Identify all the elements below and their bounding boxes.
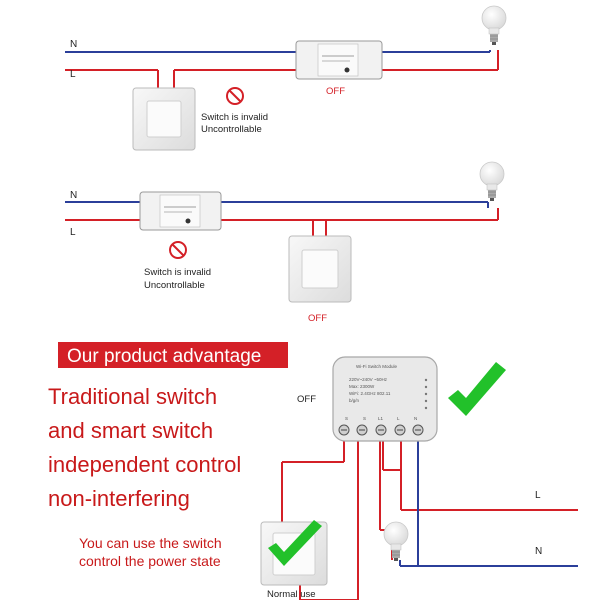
state-off-label: OFF xyxy=(308,313,327,324)
advantage-banner-text: Our product advantage xyxy=(67,346,261,367)
wifi-switch-module: Wi-Fi Switch Module 220V~240V ~50Hz Max:… xyxy=(332,356,438,442)
neutral-label: N xyxy=(535,546,542,557)
uncontrollable-note: Uncontrollable xyxy=(144,280,205,291)
module-spec-4: b/g/n xyxy=(349,398,360,403)
scenario-middle: N L Switch is invalid Uncontrollable OFF xyxy=(65,161,505,324)
neutral-label: N xyxy=(70,190,77,201)
light-bulb-icon xyxy=(481,5,507,46)
advantage-section: Our product advantage Traditional switch… xyxy=(48,342,578,600)
light-bulb-icon xyxy=(479,161,505,202)
claim-line-4: non-interfering xyxy=(48,486,190,511)
claim-line-1: Traditional switch xyxy=(48,384,217,409)
wall-switch xyxy=(288,235,352,303)
live-label: L xyxy=(70,69,76,80)
terminal-label-n: N xyxy=(414,416,417,421)
terminal-label-s1: S xyxy=(345,416,348,421)
terminal-label-l1: L1 xyxy=(378,416,384,421)
module-spec-2: Max: 2300W xyxy=(349,384,375,389)
module-title: Wi-Fi Switch Module xyxy=(356,364,398,369)
switch-invalid-note: Switch is invalid xyxy=(201,112,268,123)
light-bulb-icon xyxy=(383,521,409,562)
advantage-banner xyxy=(58,342,288,368)
checkmark-icon xyxy=(448,362,506,416)
terminal-label-s2: S xyxy=(363,416,366,421)
claim-line-2: and smart switch xyxy=(48,418,213,443)
state-off-label: OFF xyxy=(297,394,316,405)
scenario-top: N L Switch is invalid Uncontrollable OFF xyxy=(65,5,507,151)
smart-module xyxy=(139,191,222,231)
live-label: L xyxy=(535,490,541,501)
prohibited-icon xyxy=(169,241,187,259)
live-label: L xyxy=(70,227,76,238)
wall-switch xyxy=(260,520,328,586)
wall-switch xyxy=(132,87,196,151)
normal-use-label: Normal use xyxy=(267,589,316,600)
switch-invalid-note: Switch is invalid xyxy=(144,267,211,278)
prohibited-icon xyxy=(226,87,244,105)
state-off-label: OFF xyxy=(326,86,345,97)
sub-line-2: control the power state xyxy=(79,553,221,569)
checkmark-icon xyxy=(268,520,322,566)
smart-module xyxy=(295,40,383,80)
uncontrollable-note: Uncontrollable xyxy=(201,124,262,135)
terminal-label-l: L xyxy=(397,416,400,421)
module-spec-3: WiFi: 2.4GHz 802.11 xyxy=(349,391,391,396)
module-spec-1: 220V~240V ~50Hz xyxy=(349,377,388,382)
claim-line-3: independent control xyxy=(48,452,241,477)
neutral-label: N xyxy=(70,39,77,50)
terminal-screws xyxy=(338,424,424,436)
sub-line-1: You can use the switch xyxy=(79,535,222,551)
